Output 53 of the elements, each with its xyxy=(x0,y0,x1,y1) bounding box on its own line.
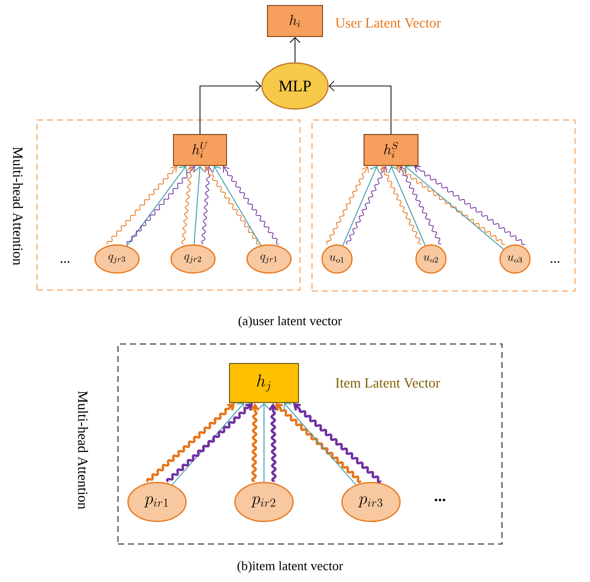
caption: (b)item latent vector xyxy=(238,561,343,573)
vector-box: $h_j$ xyxy=(229,363,299,403)
vector-box: $h_i$ xyxy=(267,5,323,37)
dashed-frame xyxy=(118,344,502,544)
wavy-arrow xyxy=(346,166,387,245)
arrow xyxy=(258,403,270,482)
wavy-arrow xyxy=(414,166,526,245)
ellipse-node: $p_{ir2}$ xyxy=(234,482,294,522)
caption: (a)user latent vector xyxy=(238,316,342,328)
ellipsis: ... xyxy=(434,498,446,502)
ellipse-node: $q_{jr2}$ xyxy=(170,244,216,274)
ellipse-node: $q_{jr3}$ xyxy=(94,244,140,274)
ellipse-node: $u_{o1}$ xyxy=(321,244,353,274)
wavy-arrow xyxy=(381,166,422,245)
arrow xyxy=(172,403,244,486)
arrow xyxy=(194,166,206,245)
wavy-arrow xyxy=(268,403,278,483)
ellipse-node: $u_{o2}$ xyxy=(415,244,447,274)
arrow xyxy=(405,165,504,250)
ellipse-node: $p_{ir3}$ xyxy=(341,482,401,522)
wavy-arrow xyxy=(146,403,235,482)
wavy-arrow xyxy=(181,166,194,245)
wavy-arrow xyxy=(275,403,362,484)
wavy-arrow xyxy=(223,166,280,245)
ellipsis: ... xyxy=(550,261,560,263)
arrow xyxy=(284,403,356,486)
arrow xyxy=(328,80,392,134)
wavy-arrow xyxy=(204,166,260,245)
vector-label: Item Latent Vector xyxy=(336,378,440,388)
wavy-arrow xyxy=(201,166,212,245)
wavy-arrow xyxy=(250,403,260,483)
ellipsis: ... xyxy=(60,261,70,263)
ellipse-node: $p_{ir1}$ xyxy=(127,482,187,522)
wavy-arrow xyxy=(293,403,382,484)
ellipse-node: $u_{o3}$ xyxy=(499,244,531,274)
wavy-arrow xyxy=(326,166,369,245)
wavy-arrow xyxy=(399,166,442,245)
arrow xyxy=(388,166,426,246)
arrow xyxy=(290,37,300,63)
dashed-frame xyxy=(312,120,576,292)
arrow xyxy=(342,166,380,246)
arrow xyxy=(212,166,262,246)
vector-label: User Latent Vector xyxy=(336,18,441,28)
arrow xyxy=(200,80,262,134)
axis-title: Multi-head Attention xyxy=(13,147,23,266)
vector-box: $h_i^U$ xyxy=(173,134,227,166)
axis-title: Multi-head Attention xyxy=(78,391,88,510)
wavy-arrow xyxy=(166,403,253,482)
vector-box: $h_i^S$ xyxy=(364,134,418,166)
wavy-arrow xyxy=(106,166,177,245)
ellipse-node: $q_{jr1}$ xyxy=(246,244,292,274)
wavy-arrow xyxy=(396,166,506,245)
dashed-frame xyxy=(36,120,300,290)
